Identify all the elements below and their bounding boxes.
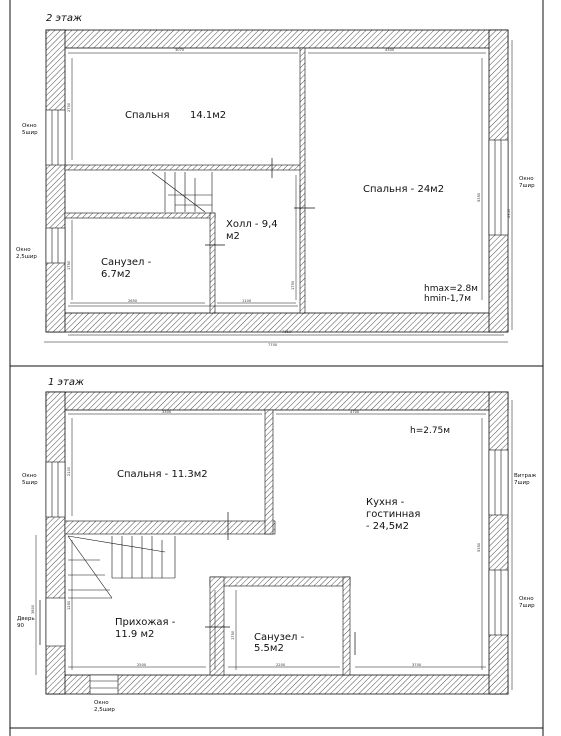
floor1-bath-label-1: Санузел - — [254, 632, 305, 643]
floor2-dim-left-a: 2700 — [67, 102, 71, 112]
floor1-door-label-2: 90 — [17, 623, 24, 629]
floor2-dim-left-b: 1750 — [67, 260, 71, 270]
floor2-windows — [45, 109, 509, 264]
floor2-dim-top-right: 4300 — [385, 48, 395, 52]
floor1-bath-label-2: 5.5м2 — [254, 643, 284, 654]
floor1-window-right-top-2: 7шир — [514, 480, 530, 486]
floor1-dim-bath-width: 2200 — [276, 663, 286, 667]
floor1-window-bottom-2: 2,5шир — [94, 707, 115, 713]
floor1-title: 1 этаж — [48, 377, 84, 388]
floor2-dim-overall: 7700 — [268, 343, 278, 347]
floor2-dim-hall-width: 1100 — [242, 299, 252, 303]
floor1-window-left-2: 5шир — [22, 480, 38, 486]
floor2-dim-right-outer: 6350 — [507, 208, 511, 218]
floor1-hallway-label-1: Прихожая - — [115, 617, 176, 628]
floor1-window-right-bottom-2: 7шир — [519, 603, 535, 609]
floor2-bedroom-small-name: Спальня — [125, 110, 170, 121]
floor1-dimension-lines — [35, 400, 513, 690]
floor2-bath-label-2: 6.7м2 — [101, 269, 131, 280]
floor2-window-left-bottom-2: 2,5шир — [16, 254, 37, 260]
floor1-bedroom-label: Спальня - 11.3м2 — [117, 469, 208, 480]
floor1-dim-kitchen-bottom: 3700 — [412, 663, 422, 667]
floor2-dim-inner-bottom: 7050 — [282, 330, 292, 334]
floor1-dim-hallway-width: 2500 — [137, 663, 147, 667]
floor1-dim-top-right: 4700 — [350, 410, 360, 414]
floor1-dim-right-height: 5350 — [477, 542, 481, 552]
floor2-dimension-lines — [44, 40, 513, 343]
floor1-dim-top-left: 3300 — [162, 410, 172, 414]
floor2-plan: 2 этаж — [16, 13, 535, 347]
floor2-window-right-2: 7шир — [519, 183, 535, 189]
floor2-hall-label-2: м2 — [226, 231, 240, 242]
floor2-dim-bath-width: 2650 — [128, 299, 138, 303]
floor2-hmax-label: hmax=2.8м — [424, 284, 478, 294]
floor1-inner-walls — [64, 409, 351, 676]
floor2-bedroom-small-area: 14.1м2 — [190, 110, 226, 121]
floor1-window-left-1: Окно — [22, 473, 37, 479]
floor1-window-right-bottom-1: Окно — [519, 596, 534, 602]
floor2-hall-label-1: Холл - 9,4 — [226, 219, 278, 230]
floor2-window-left-top-1: Окно — [22, 123, 37, 129]
floor1-window-right-top-1: Витраж — [514, 473, 536, 479]
floor2-hmin-label: hmin-1,7м — [424, 294, 471, 304]
floor2-bath-label-1: Санузел - — [101, 257, 152, 268]
floor1-doors — [39, 512, 356, 655]
floor2-doors — [205, 158, 315, 246]
floor2-window-left-bottom-1: Окно — [16, 247, 31, 253]
floor1-dim-bedroom-height: 2100 — [67, 466, 71, 476]
floor1-kitchen-label-3: - 24,5м2 — [366, 521, 409, 532]
floor2-window-left-top-2: 5шир — [22, 130, 38, 136]
floor1-kitchen-label-2: гостинная — [366, 509, 420, 520]
floor2-dim-top-left: 3070 — [175, 48, 185, 52]
floor1-windows — [45, 449, 509, 695]
floor2-inner-walls — [64, 47, 306, 314]
floor1-plan: 1 этаж — [17, 377, 536, 713]
floor1-dim-bath-height: 1750 — [231, 630, 235, 640]
floor2-dim-right-height: 5350 — [477, 192, 481, 202]
floor2-title: 2 этаж — [46, 13, 82, 24]
floor1-kitchen-label-1: Кухня - — [366, 497, 405, 508]
floor2-window-right-1: Окно — [519, 176, 534, 182]
floor2-stairs — [151, 171, 213, 213]
floor1-height-label: h=2.75м — [410, 426, 450, 436]
floor1-dim-left-height: 3800 — [31, 604, 35, 614]
page-frame — [9, 0, 544, 736]
floor2-bedroom-big-label: Спальня - 24м2 — [363, 184, 444, 195]
floor1-dim-left-small: 1250 — [67, 600, 71, 610]
floor1-stairs — [67, 535, 176, 599]
floor1-hallway-label-2: 11.9 м2 — [115, 629, 154, 640]
floor1-door-label-1: Дверь — [17, 616, 35, 622]
floor1-window-bottom-1: Окно — [94, 700, 109, 706]
floor2-dim-hall-height: 1750 — [291, 280, 295, 290]
